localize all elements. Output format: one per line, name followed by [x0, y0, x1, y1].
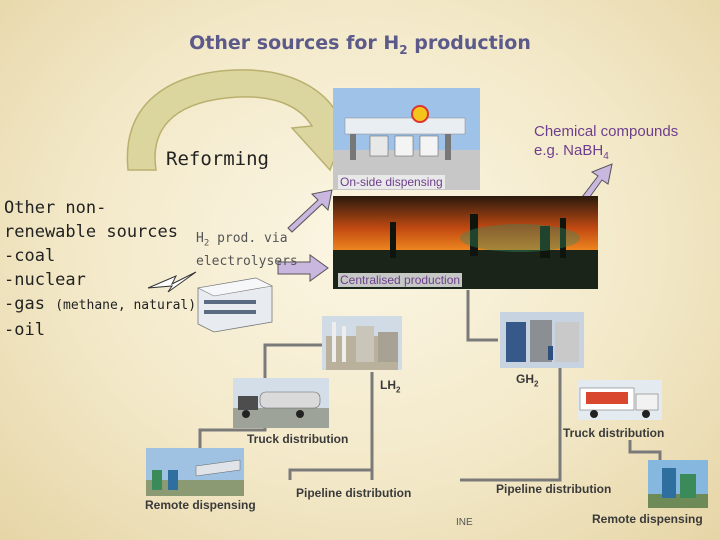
truck-right-photo	[578, 380, 662, 420]
onside-dispensing-photo	[333, 88, 480, 190]
sources-oil: -oil	[4, 320, 45, 340]
remote-dispensing-left-photo	[146, 448, 244, 496]
other-sources-block: Other non- renewable sources -coal -nucl…	[4, 196, 196, 342]
lh2-label: LH2	[380, 378, 401, 395]
electrolyser-photo	[197, 277, 273, 333]
remote-dispensing-right-label: Remote dispensing	[592, 512, 703, 526]
footer-label: INE	[456, 517, 473, 528]
electrolysers-label: H2 prod. via electrolysers	[196, 231, 298, 269]
remote-dispensing-right-photo	[648, 460, 708, 508]
truck-distribution-right-label: Truck distribution	[563, 426, 665, 440]
arrow-to-onside	[287, 189, 333, 233]
centralised-production-photo	[333, 196, 598, 289]
chemical-compounds-label: Chemical compounds e.g. NaBH4	[534, 123, 679, 162]
sources-line1: Other non-	[4, 198, 107, 218]
sources-gas: -gas (methane, natural)	[4, 294, 197, 314]
sources-coal: -coal	[4, 246, 56, 266]
remote-dispensing-left-label: Remote dispensing	[145, 498, 256, 512]
reforming-label: Reforming	[166, 148, 269, 170]
page-title: Other sources for H2 production	[189, 32, 531, 57]
pipeline-distribution-left-label: Pipeline distribution	[296, 486, 412, 500]
truck-left-photo	[233, 378, 329, 428]
centralised-production-label: Centralised production	[338, 273, 463, 287]
onside-dispensing-label: On-side dispensing	[338, 175, 445, 189]
sources-line2: renewable sources	[4, 222, 178, 242]
flow-lines	[198, 290, 662, 482]
gh2-plant-photo	[500, 312, 584, 368]
gh2-label: GH2	[516, 372, 539, 389]
arrow-to-centralised	[277, 254, 329, 282]
truck-distribution-left-label: Truck distribution	[247, 432, 349, 446]
lightning-icon	[147, 271, 197, 293]
pipeline-distribution-right-label: Pipeline distribution	[496, 482, 612, 496]
lh2-plant-photo	[322, 316, 402, 370]
sources-nuclear: -nuclear	[4, 270, 86, 290]
sources-gas-note: (methane, natural)	[55, 298, 197, 313]
